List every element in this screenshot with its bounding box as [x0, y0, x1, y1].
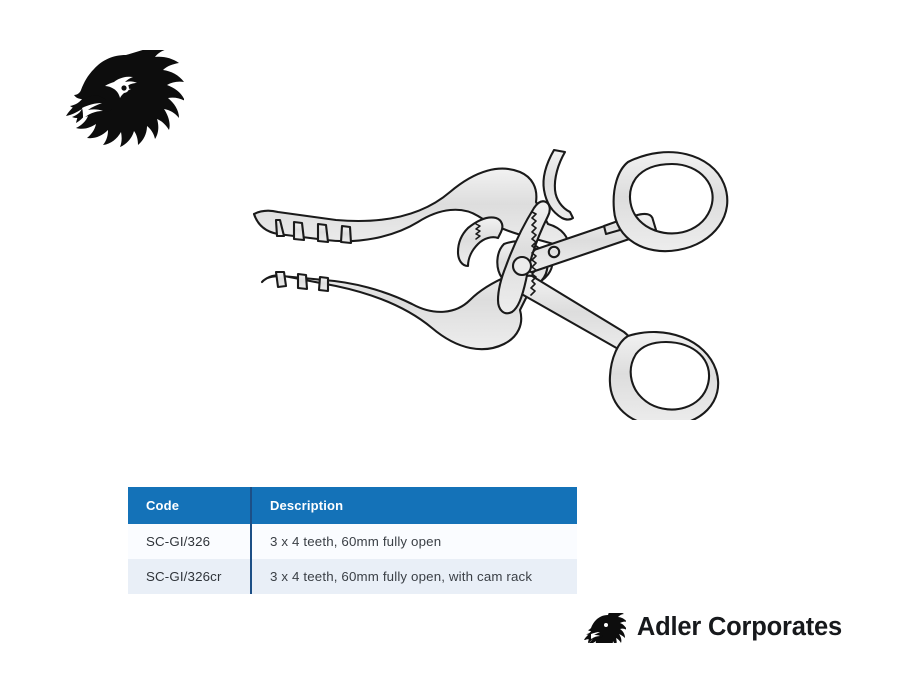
table-header-row: Code Description	[128, 487, 577, 524]
cell-code: SC-GI/326cr	[128, 559, 251, 594]
column-header-code: Code	[128, 487, 251, 524]
eagle-head-icon	[583, 613, 626, 643]
table-body: SC-GI/326 3 x 4 teeth, 60mm fully open S…	[128, 524, 577, 594]
cell-description: 3 x 4 teeth, 60mm fully open, with cam r…	[250, 559, 577, 594]
table-header: Code Description	[128, 487, 577, 524]
table-row: SC-GI/326cr 3 x 4 teeth, 60mm fully open…	[128, 559, 577, 594]
cell-description: 3 x 4 teeth, 60mm fully open	[250, 524, 577, 559]
eagle-head-icon	[62, 50, 184, 158]
specification-table: Code Description SC-GI/326 3 x 4 teeth, …	[128, 487, 577, 594]
cell-code: SC-GI/326	[128, 524, 251, 559]
table-row: SC-GI/326 3 x 4 teeth, 60mm fully open	[128, 524, 577, 559]
column-header-description: Description	[250, 487, 577, 524]
footer-brand-lockup: Adler Corporates	[583, 613, 842, 643]
self-retaining-retractor-illustration	[232, 120, 752, 420]
brand-name: Adler Corporates	[636, 613, 842, 642]
